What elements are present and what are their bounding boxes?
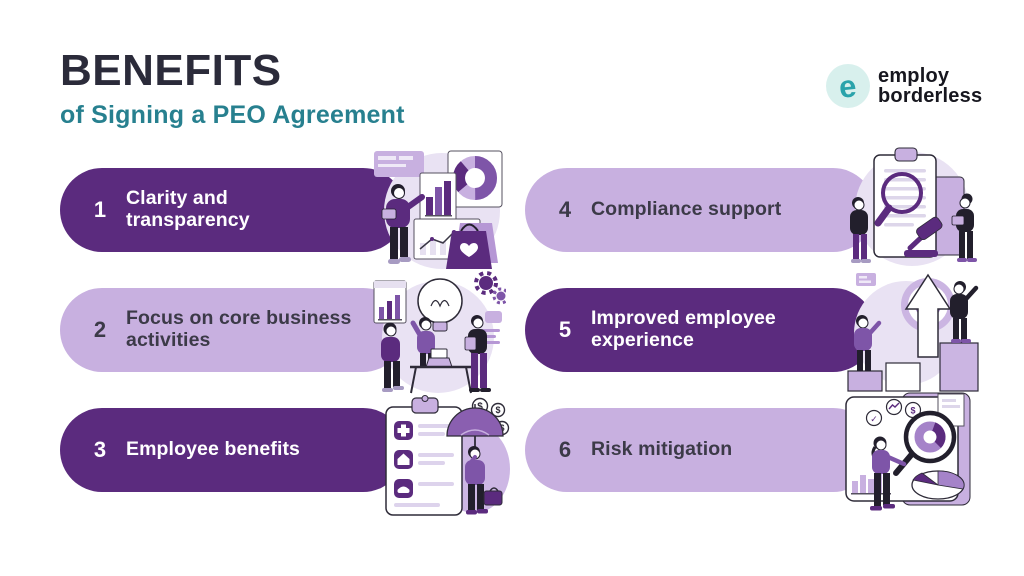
analyst-person — [870, 436, 907, 511]
desk-laptop-icon — [410, 348, 472, 394]
check-icon: ✓ — [870, 414, 878, 424]
target-growth-icon — [847, 273, 979, 392]
svg-text:$: $ — [477, 402, 483, 413]
lightbulb-icon — [417, 278, 463, 332]
backdrop-circle — [382, 281, 494, 393]
brand-logo-icon: e — [826, 64, 870, 108]
benefit-pill-5: 5 Improved employee experience — [525, 288, 875, 372]
illustration-compliance — [842, 147, 980, 273]
illustration-benefits-checklist: $ $ $ — [372, 395, 510, 521]
page-subtitle: of Signing a PEO Agreement — [60, 101, 405, 130]
benefit-pill-4: 4 Compliance support — [525, 168, 875, 252]
teammate-right — [464, 315, 491, 392]
dollar-icon: $ — [910, 406, 915, 416]
auditor-right — [951, 193, 977, 262]
employee-person — [465, 446, 503, 515]
presenter-person — [381, 184, 425, 264]
teammate-left — [381, 322, 404, 392]
logo-e-glyph: e — [837, 67, 859, 105]
benefit-label-2: Focus on core business activities — [126, 307, 352, 351]
benefit-number-6: 6 — [558, 437, 572, 462]
illustration-team-lightbulb — [368, 271, 506, 397]
gear-icon — [474, 271, 506, 305]
benefit-pill-1: 1 Clarity and transparency — [60, 168, 405, 252]
shopping-bag-icon — [446, 223, 498, 269]
heart-icon — [460, 242, 478, 257]
benefit-pill-2: 2 Focus on core business activities — [60, 288, 405, 372]
charts-presentation-icon — [374, 150, 503, 269]
compliance-document-icon — [850, 147, 977, 266]
car-benefit-icon — [394, 479, 454, 507]
benefit-number-1: 1 — [93, 197, 107, 222]
magnifier-icon — [874, 172, 923, 227]
illustration-clarity-charts — [368, 147, 506, 273]
benefit-number-5: 5 — [558, 317, 572, 342]
brand-logo: e employ borderless — [826, 64, 982, 108]
benefit-label-3: Employee benefits — [126, 438, 301, 461]
stair-cubes — [847, 342, 979, 392]
benefit-number-4: 4 — [558, 197, 572, 222]
pie-chart-3d-icon — [911, 470, 965, 500]
up-arrow-icon — [904, 273, 952, 358]
medical-benefit-icon — [394, 421, 454, 440]
gavel-icon — [904, 216, 943, 257]
benefit-number-2: 2 — [93, 317, 107, 342]
browser-window-icon — [374, 151, 424, 177]
svg-text:$: $ — [495, 405, 500, 415]
page-title: BENEFITS — [60, 46, 282, 95]
auditor-left — [850, 197, 871, 263]
benefit-label-1: Clarity and transparency — [126, 187, 250, 231]
benefit-label-6: Risk mitigation — [591, 438, 733, 461]
illustration-risk-analysis: ✓ $ — [838, 391, 976, 517]
brand-logo-text: employ borderless — [878, 66, 982, 106]
brand-name-line1: employ — [878, 65, 950, 87]
benefit-number-3: 3 — [93, 437, 107, 462]
housing-benefit-icon — [394, 450, 454, 469]
bar-chart-icon — [373, 280, 407, 324]
bar-chart-icon — [419, 172, 457, 222]
briefcase-icon — [483, 490, 503, 506]
risk-dashboard-icon: ✓ $ — [845, 392, 971, 511]
illustration-experience-growth — [842, 271, 980, 397]
umbrella-icon — [446, 404, 504, 455]
employee-on-step-left — [854, 315, 882, 371]
benefit-label-4: Compliance support — [591, 198, 782, 221]
trend-icon — [888, 402, 900, 410]
benefit-pill-6: 6 Risk mitigation — [525, 408, 875, 492]
benefit-label-5: Improved employee experience — [591, 307, 776, 351]
status-badges: ✓ $ — [865, 398, 922, 427]
benefits-checklist-icon: $ $ $ — [385, 395, 510, 516]
employee-on-step-right — [950, 281, 979, 343]
team-lightbulb-icon — [373, 271, 506, 394]
benefit-pill-3: 3 Employee benefits — [60, 408, 405, 492]
browser-window-icon — [856, 273, 876, 286]
brand-name-line2: borderless — [878, 85, 983, 107]
header: BENEFITS of Signing a PEO Agreement — [60, 46, 405, 130]
